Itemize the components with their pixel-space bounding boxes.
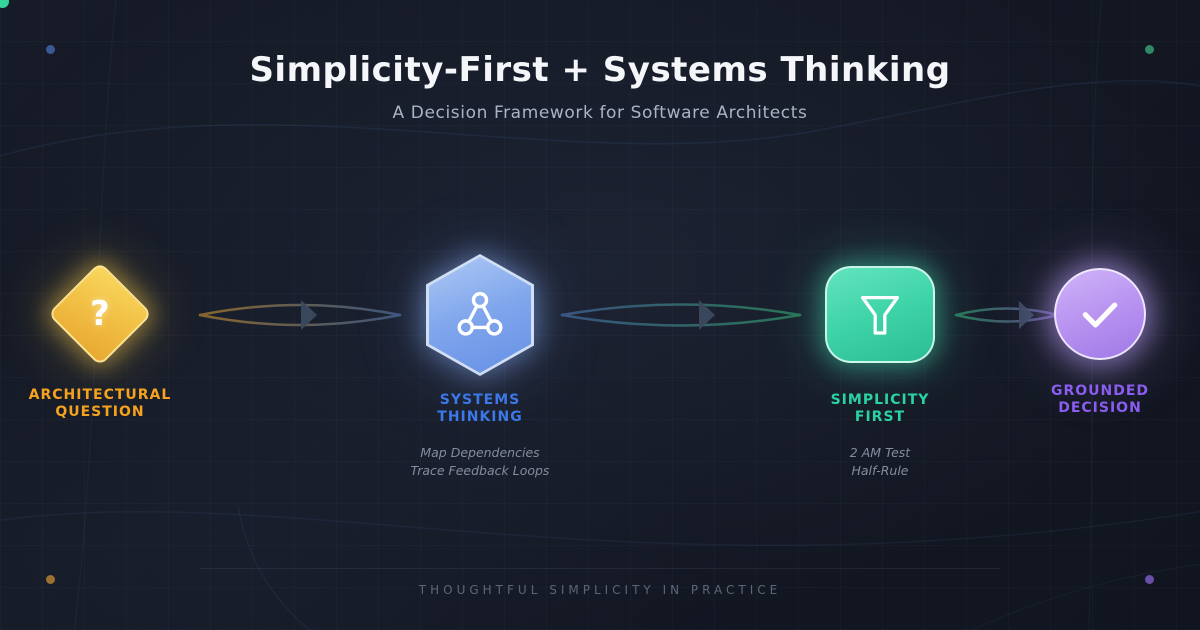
connector-3 (954, 307, 1060, 323)
stage-systems-thinking-label: SYSTEMS THINKING (437, 392, 523, 425)
decor-dot-purple (1145, 575, 1154, 584)
arrow-head-1 (301, 300, 317, 330)
question-mark-icon: ? (90, 293, 110, 334)
stage-simplicity-first-label: SIMPLICITY FIRST (830, 392, 930, 425)
arrow-head-3 (1019, 301, 1034, 329)
decor-dot-amber (46, 575, 55, 584)
page-title: Simplicity-First + Systems Thinking (249, 50, 951, 90)
footer-divider (200, 568, 1000, 569)
page-subtitle: A Decision Framework for Software Archit… (392, 103, 808, 123)
stage-grounded-decision-shape (1054, 268, 1146, 360)
decor-dot-blue (46, 45, 55, 54)
stage-systems-thinking-details: Map Dependencies Trace Feedback Loops (410, 445, 550, 479)
connector-2 (560, 303, 802, 327)
stage-simplicity-first-details: 2 AM Test Half-Rule (849, 445, 911, 479)
checkmark-icon (1082, 302, 1118, 328)
stage-simplicity-first-shape (825, 266, 935, 363)
stage-architectural-question-shape: ? (47, 261, 153, 367)
header: Simplicity-First + Systems Thinking A De… (0, 0, 1200, 123)
rounded-square-shape (825, 266, 935, 363)
diamond-shape: ? (47, 261, 153, 367)
stage-systems-thinking-shape (426, 254, 534, 376)
stage-architectural-question-label: ARCHITECTURAL QUESTION (28, 387, 172, 420)
connector-1 (198, 303, 402, 327)
circle-shape (1054, 268, 1146, 360)
hexagon-shape (429, 257, 531, 373)
footer-tagline: THOUGHTFUL SIMPLICITY IN PRACTICE (418, 583, 782, 597)
funnel-icon (860, 295, 900, 335)
network-nodes-icon (457, 291, 503, 336)
stage-grounded-decision-label: GROUNDED DECISION (1050, 383, 1150, 416)
corner-accent-dot (0, 0, 9, 8)
arrow-head-2 (699, 300, 715, 330)
decor-dot-green (1145, 45, 1154, 54)
